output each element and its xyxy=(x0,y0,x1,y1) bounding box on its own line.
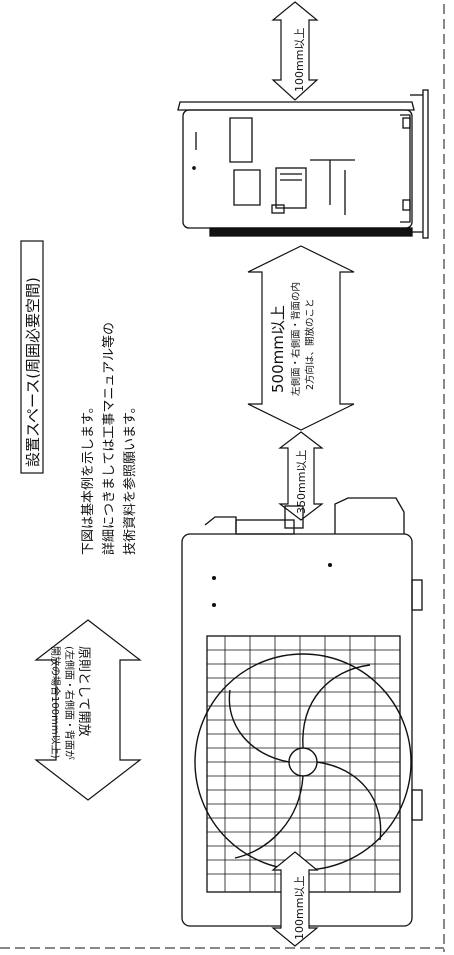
left-open-line3: 開放の場合100mm以上) xyxy=(49,646,62,759)
page-title: 設置スペース(周囲必要空間) xyxy=(24,277,42,467)
clearance-middle-sub2: 2方向は、開放のこと xyxy=(304,298,316,390)
clearance-middle-main: 500mm以上 xyxy=(269,305,287,393)
clearance-bottom-label: 100mm以上 xyxy=(293,876,306,940)
left-open-line2: (左側面・右側面・背面が xyxy=(63,646,76,760)
double-arrow-icon xyxy=(271,851,319,947)
note-line-3: 技術資料を参照願います。 xyxy=(122,400,138,555)
note-line-1: 下図は基本例を示します。 xyxy=(81,400,96,555)
double-arrow-icon xyxy=(247,245,355,431)
left-open-line1: 原則として開放 xyxy=(76,646,91,737)
double-arrow-icon xyxy=(271,1,319,101)
note-line-2: 詳細につきましては工事マニュアル等の xyxy=(101,322,117,555)
outdoor-unit-side-icon xyxy=(177,89,429,239)
title-box xyxy=(20,240,44,474)
double-arrow-icon xyxy=(278,431,324,521)
clearance-top-label: 100mm以上 xyxy=(293,28,306,92)
clearance-small-label: 350mm以上 xyxy=(295,450,308,514)
double-arrow-icon xyxy=(34,619,142,801)
clearance-middle-sub1: 左側面・右側面・背面の内 xyxy=(290,282,302,396)
outdoor-unit-fan-icon xyxy=(181,497,423,927)
title-group: 設置スペース(周囲必要空間) xyxy=(20,240,44,474)
